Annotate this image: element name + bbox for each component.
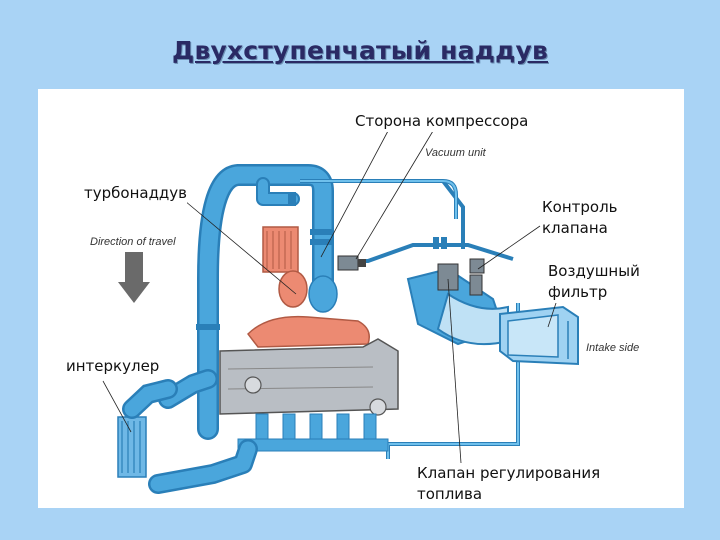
- intercooler-label: интеркулер: [66, 356, 160, 377]
- fuel-valve-label-line2: топлива: [417, 485, 483, 503]
- valve-control-label: Контроль клапана: [542, 197, 618, 239]
- intercooler: [117, 369, 258, 494]
- air-filter-label-line2: фильтр: [548, 283, 608, 301]
- vacuum-actuator: [337, 255, 366, 271]
- pipe-clamps: [196, 192, 447, 330]
- air-filter-label: Воздушный фильтр: [548, 261, 640, 303]
- direction-of-travel-label: Direction of travel: [90, 236, 176, 248]
- valve-control-unit: [437, 258, 485, 296]
- turbocharger: [247, 226, 370, 348]
- valve-control-label-line1: Контроль: [542, 198, 618, 216]
- fuel-valve-label-line1: Клапан регулирования: [417, 464, 601, 482]
- compressor-side-label: Сторона компрессора: [355, 111, 529, 132]
- direction-arrow-icon: [118, 252, 150, 303]
- fuel-valve-label: Клапан регулирования топлива: [417, 463, 601, 505]
- intake-side-label: Intake side: [586, 342, 640, 354]
- slide-title: Двухступенчатый наддув: [171, 36, 548, 65]
- turbo-label: турбонаддув: [84, 183, 188, 204]
- vacuum-unit-label: Vacuum unit: [425, 147, 486, 159]
- engine-block: [219, 338, 399, 452]
- engine-diagram: [102, 130, 579, 494]
- valve-control-label-line2: клапана: [542, 219, 608, 237]
- leader-lines: [102, 130, 559, 464]
- air-filter-label-line1: Воздушный: [548, 262, 640, 280]
- charge-pipe: [197, 164, 334, 440]
- air-filter: [499, 305, 579, 366]
